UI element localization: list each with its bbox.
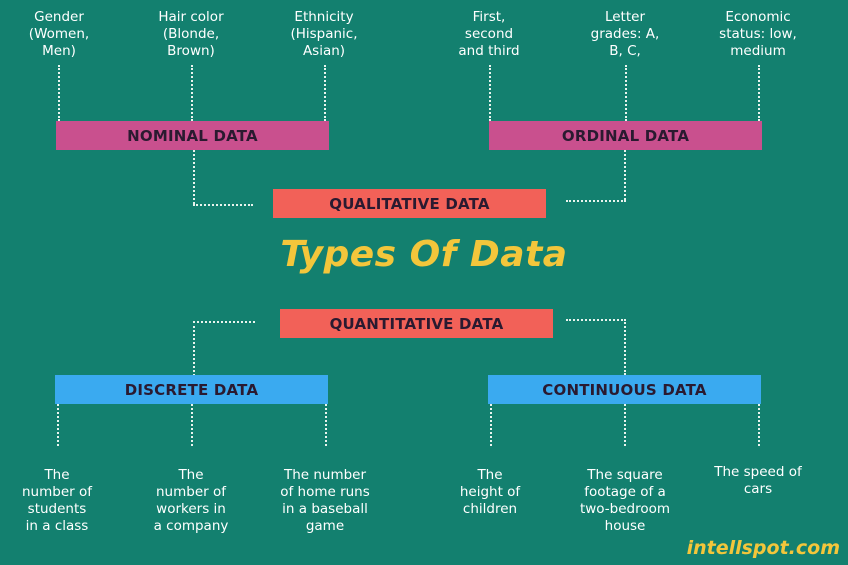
brand-watermark: intellspot.com (686, 537, 840, 559)
connector-home-runs (325, 404, 327, 446)
connector-nominal-down (193, 150, 195, 204)
connector-nominal-across (193, 204, 253, 206)
quantitative-data-bar: QUANTITATIVE DATA (280, 309, 553, 338)
ordinal-example-letter-grades: Letter grades: A, B, C, (590, 9, 660, 59)
continuous-data-bar: CONTINUOUS DATA (488, 375, 761, 404)
nominal-data-bar: NOMINAL DATA (56, 121, 329, 150)
nominal-example-hair-color: Hair color (Blonde, Brown) (158, 9, 224, 59)
connector-square-footage (624, 404, 626, 446)
discrete-data-bar: DISCRETE DATA (55, 375, 328, 404)
connector-height (490, 404, 492, 446)
connector-speed (758, 404, 760, 446)
connector-discrete-down (193, 321, 195, 376)
continuous-example-square-footage: The square footage of a two-bedroom hous… (579, 467, 671, 534)
connector-ordinal-down (624, 150, 626, 200)
ordinal-data-bar: ORDINAL DATA (489, 121, 762, 150)
nominal-example-gender: Gender (Women, Men) (28, 9, 90, 59)
discrete-example-workers: The number of workers in a company (153, 467, 229, 534)
connector-rank (489, 65, 491, 121)
connector-students (57, 404, 59, 446)
qualitative-data-bar: QUALITATIVE DATA (273, 189, 546, 218)
connector-ordinal-across (566, 200, 626, 202)
connector-workers (191, 404, 193, 446)
ordinal-example-economic-status: Economic status: low, medium (719, 9, 797, 59)
connector-hair-color (191, 65, 193, 121)
diagram-title: Types Of Data (280, 234, 568, 275)
nominal-example-ethnicity: Ethnicity (Hispanic, Asian) (290, 9, 358, 59)
discrete-example-students: The number of students in a class (22, 467, 92, 534)
continuous-example-height: The height of children (459, 467, 521, 517)
connector-continuous-across (566, 319, 626, 321)
connector-letter-grades (625, 65, 627, 121)
continuous-example-speed: The speed of cars (714, 464, 802, 497)
ordinal-example-rank: First, second and third (458, 9, 520, 59)
connector-continuous-down (624, 319, 626, 375)
discrete-example-home-runs: The number of home runs in a baseball ga… (280, 467, 370, 534)
connector-gender (58, 65, 60, 121)
connector-ethnicity (324, 65, 326, 121)
connector-economic-status (758, 65, 760, 121)
connector-discrete-across (193, 321, 255, 323)
